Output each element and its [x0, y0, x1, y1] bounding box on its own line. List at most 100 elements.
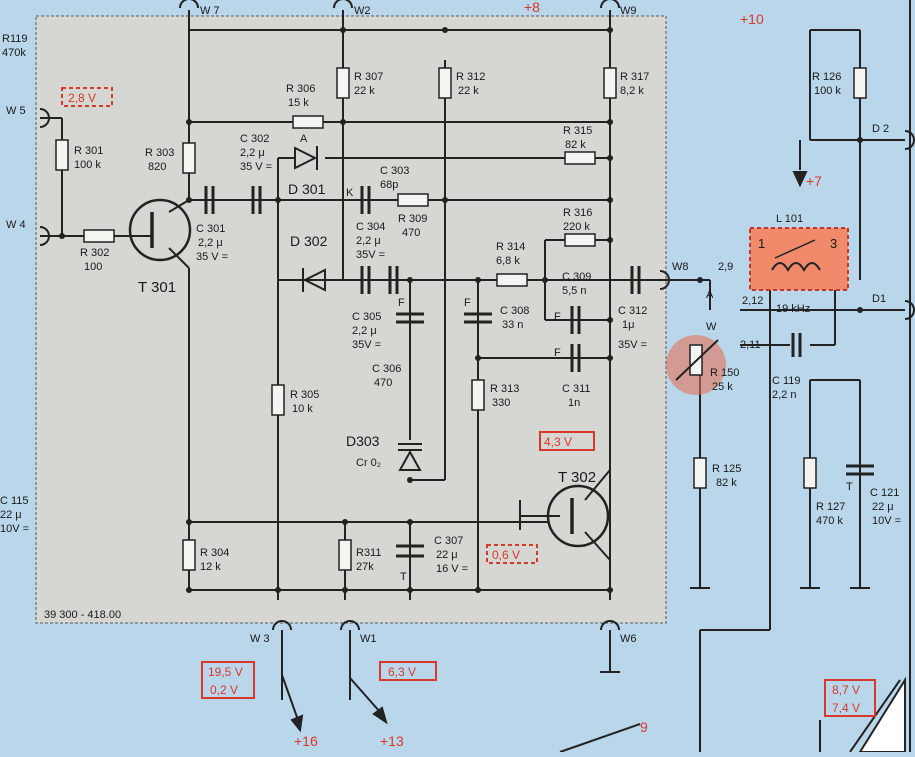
resistor-label: R 126: [812, 71, 841, 83]
capacitor-voltage: 35V =: [352, 339, 381, 351]
resistor-value: 15 k: [288, 97, 309, 109]
resistor-r316-icon: [564, 233, 596, 247]
resistor-value: 12 k: [200, 561, 221, 573]
flow-arrows: [281, 171, 808, 753]
resistor-label: R 306: [286, 83, 315, 95]
resistor-value: 22 k: [458, 85, 479, 97]
transistor-label-t301: T 301: [138, 279, 176, 296]
tantalum-marker: T: [846, 481, 853, 493]
pin-label-d2: D 2: [872, 123, 889, 135]
pin-label-w8: W8: [672, 261, 689, 273]
coil-label: L 101: [776, 213, 803, 225]
film-marker: F: [464, 297, 471, 309]
pin-w3-icon: [272, 620, 292, 631]
coil-frequency: 19 kHz: [776, 303, 810, 315]
transistor-label-t302: T 302: [558, 469, 596, 486]
voltage-box-4: [201, 661, 255, 699]
resistor-r306-icon: [292, 115, 324, 129]
page-reference: 9: [640, 719, 648, 735]
diode-label-d303: D303: [346, 433, 380, 449]
resistor-label: R 307: [354, 71, 383, 83]
capacitor-label: C 311: [562, 383, 591, 395]
coil-pin-1: 1: [758, 236, 765, 251]
coil-pin-3: 3: [830, 236, 837, 251]
resistor-value: 27k: [356, 561, 374, 573]
voltage-reading: 6,3 V: [388, 665, 416, 679]
pin-label-w1: W1: [360, 633, 377, 645]
capacitor-label: C 305: [352, 311, 381, 323]
resistor-value: 470k: [2, 47, 26, 59]
resistor-label: R 305: [290, 389, 319, 401]
tantalum-marker: T: [400, 571, 407, 583]
resistor-label: R 302: [80, 247, 109, 259]
page-reference: +16: [294, 733, 318, 749]
voltage-box-2: [539, 431, 595, 451]
capacitor-voltage: 35 V =: [240, 161, 272, 173]
switch-position-label: A: [706, 289, 714, 301]
resistor-r301-icon: [55, 139, 69, 171]
pin-w5-icon: [39, 108, 50, 128]
transistor-t302-icon: [546, 484, 610, 548]
switch-position-label: 2,11: [740, 339, 761, 351]
coil-l101-icon: [771, 262, 821, 273]
capacitor-label: C 309: [562, 271, 591, 283]
resistor-r125-icon: [693, 457, 707, 489]
capacitor-label: C 307: [434, 535, 463, 547]
pin-label-w7: W 7: [200, 5, 220, 17]
pin-label-w3: W 3: [250, 633, 270, 645]
page-reference: +10: [740, 11, 764, 27]
capacitor-value: 33 n: [502, 319, 523, 331]
pin-label-w2: W2: [354, 5, 371, 17]
diode-cathode-marker: K: [346, 187, 354, 199]
diode-d302-icon: [302, 268, 326, 292]
switch-position-label: W: [706, 321, 717, 333]
resistor-r307-icon: [336, 67, 350, 99]
capacitor-label: C 304: [356, 221, 385, 233]
capacitor-value: 2,2 n: [772, 389, 796, 401]
capacitor-value: 1n: [568, 397, 580, 409]
resistor-label: R 125: [712, 463, 741, 475]
resistor-value: 470: [402, 227, 420, 239]
capacitor-plates: [204, 186, 874, 558]
junction-dots: [59, 27, 863, 593]
resistor-value: 8,2 k: [620, 85, 644, 97]
voltage-reading: 0,2 V: [210, 683, 238, 697]
capacitor-label: C 115: [0, 495, 29, 507]
diodes: [294, 146, 422, 471]
resistor-value: 470 k: [816, 515, 843, 527]
diode-d301-icon: [294, 146, 318, 170]
diode-label-d302: D 302: [290, 233, 328, 249]
diode-type-d303: Cr 0₂: [356, 457, 381, 469]
resistor-r315-icon: [564, 151, 596, 165]
capacitor-value: 2,2 μ: [240, 147, 265, 159]
voltage-box-1: [61, 87, 113, 107]
pin-label-w4: W 4: [6, 219, 26, 231]
voltage-reading: 7,4 V: [832, 701, 860, 715]
capacitor-voltage: 10V =: [872, 515, 901, 527]
pin-label-d1: D1: [872, 293, 886, 305]
capacitor-voltage: 35V =: [356, 249, 385, 261]
resistor-value: 100: [84, 261, 102, 273]
capacitor-value: 1μ: [622, 319, 634, 331]
resistor-r317-icon: [603, 67, 617, 99]
board-code: 39 300 - 418.00: [44, 609, 121, 621]
resistor-r305-icon: [271, 384, 285, 416]
film-marker: F: [554, 347, 561, 359]
capacitor-label: C 308: [500, 305, 529, 317]
voltage-reading: 8,7 V: [832, 683, 860, 697]
resistor-r126-icon: [853, 67, 867, 99]
switch-position-label: 2,12: [742, 295, 763, 307]
resistor-r314-icon: [496, 273, 528, 287]
capacitor-value: 2,2 μ: [198, 237, 223, 249]
resistor-r304-icon: [182, 539, 196, 571]
capacitor-value: 5,5 n: [562, 285, 586, 297]
resistor-value: 82 k: [565, 139, 586, 151]
film-marker: F: [554, 311, 561, 323]
resistor-r312-icon: [438, 67, 452, 99]
resistor-value: 25 k: [712, 381, 733, 393]
switch-position-label: 2,9: [718, 261, 733, 273]
voltage-reading: 4,3 V: [544, 435, 572, 449]
resistor-label: R 312: [456, 71, 485, 83]
pin-w8-icon: [659, 270, 670, 290]
